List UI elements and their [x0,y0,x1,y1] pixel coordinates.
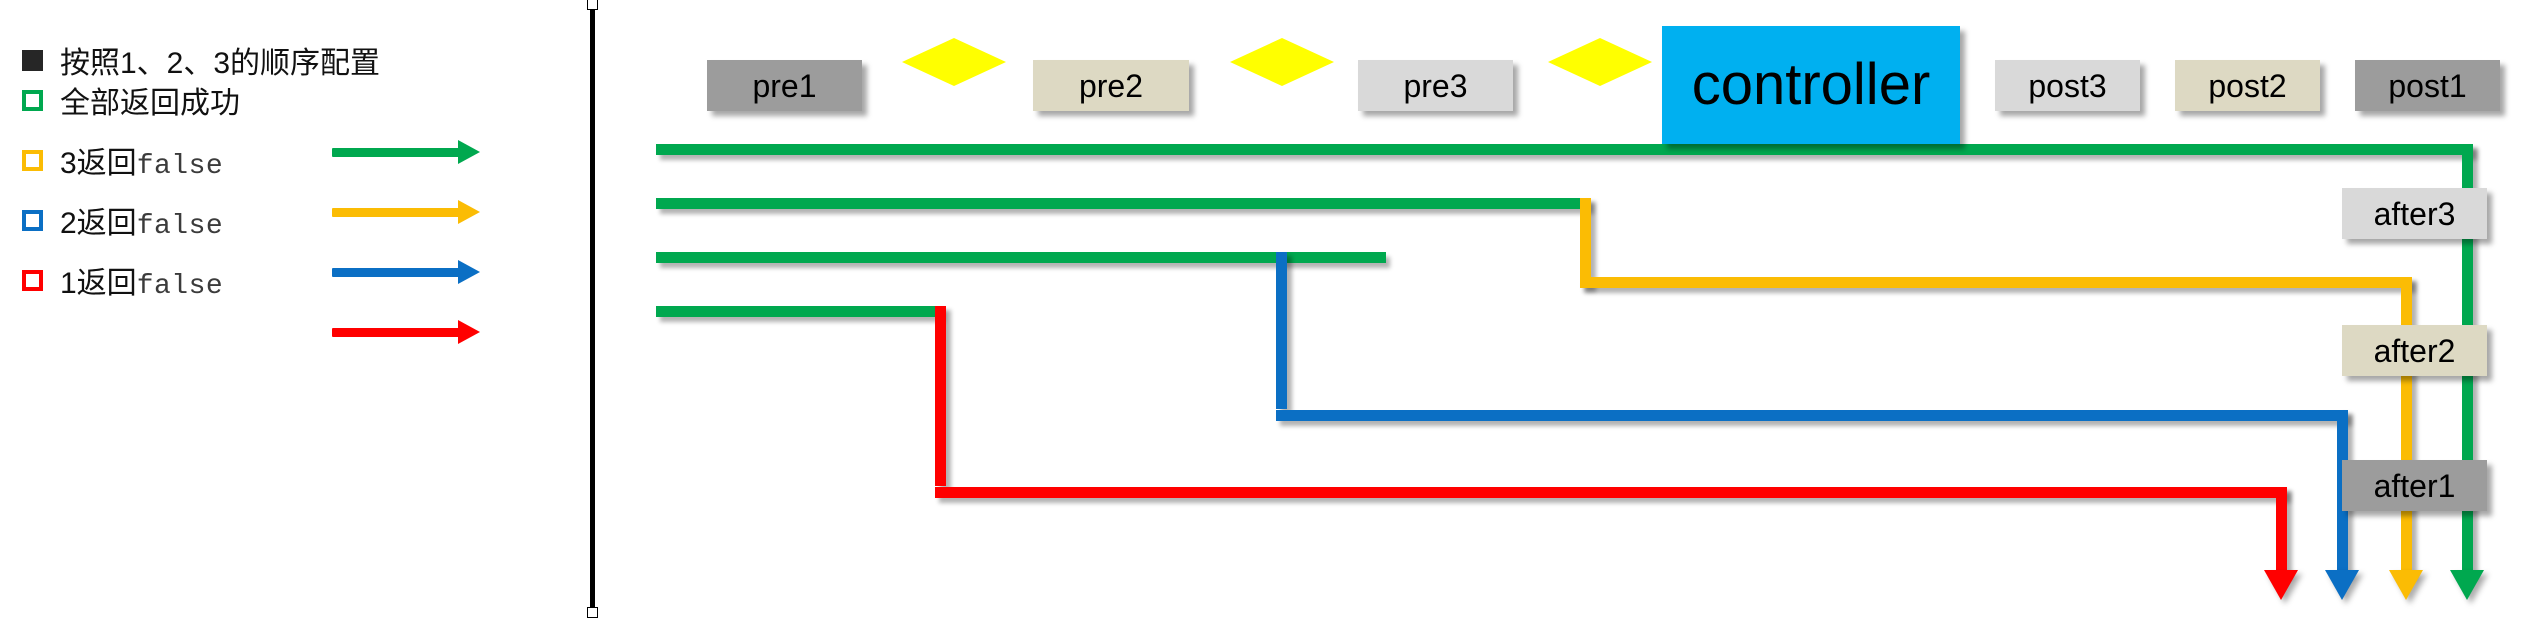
vertical-divider [587,0,598,618]
node-pre1[interactable]: pre1 [707,60,862,111]
legend-title-row: 按照1、2、3的顺序配置 [22,40,380,80]
legend-swatch-blue-icon [22,209,43,231]
flow-blue-horizontal [1276,410,2348,421]
node-pre3-label: pre3 [1403,67,1468,104]
node-after3[interactable]: after3 [2342,188,2487,239]
flow-blue-arrowhead-icon [2325,570,2359,600]
legend-label-1-false: 1返回false [60,267,224,302]
node-post1-label: post1 [2388,67,2467,104]
node-pre1-label: pre1 [752,67,817,104]
legend-arrow-red-icon [332,320,480,344]
legend-title-bullet-icon [22,49,43,71]
flow-red-vertical-drop [935,306,946,486]
flow-orange-vertical-drop [1580,198,1591,288]
node-pre2[interactable]: pre2 [1033,60,1189,111]
legend-arrow-blue-icon [332,260,480,284]
legend-arrow-orange-icon [332,200,480,224]
node-pre3[interactable]: pre3 [1358,60,1513,111]
flow-green-arrowhead-icon [2450,570,2484,600]
flow-blue-vertical-drop [1276,252,1287,409]
diamond-3-icon [1548,38,1652,86]
flow-green-horizontal [656,144,2473,155]
flow-red-horizontal [935,487,2287,498]
legend-arrow-green-icon [332,140,480,164]
legend-label-3-false: 3返回false [60,147,224,182]
legend-panel: 按照1、2、3的顺序配置 全部返回成功 3返回false 2返回false 1返… [0,0,580,625]
legend-swatch-orange-icon [22,149,43,171]
legend-swatch-green-icon [22,89,43,111]
node-after2-label: after2 [2373,332,2456,369]
node-post3-label: post3 [2028,67,2107,104]
flow-red-vertical [2276,487,2287,576]
node-after3-label: after3 [2373,195,2456,232]
flow-red-horizontal-green-part [656,306,941,317]
legend-label-all-success: 全部返回成功 [60,87,240,120]
node-after1[interactable]: after1 [2342,460,2487,511]
flow-blue-horizontal-green-part [656,252,1386,263]
legend-label-2-false: 2返回false [60,207,224,242]
node-post3[interactable]: post3 [1995,60,2140,111]
legend-item-all-success: 全部返回成功 [22,80,240,120]
node-controller-label: controller [1691,52,1931,117]
legend-swatch-red-icon [22,269,43,291]
flow-orange-arrowhead-icon [2389,570,2423,600]
diamond-1-icon [902,38,1006,86]
node-post1[interactable]: post1 [2355,60,2500,111]
flow-orange-horizontal-green-part [656,198,1590,209]
node-after1-label: after1 [2373,467,2456,504]
diamond-2-icon [1230,38,1334,86]
node-controller[interactable]: controller [1662,26,1960,144]
flow-orange-horizontal [1580,277,2412,288]
flow-red-arrowhead-icon [2264,570,2298,600]
node-post2-label: post2 [2208,67,2287,104]
flow-orange-vertical [2401,277,2412,576]
node-post2[interactable]: post2 [2175,60,2320,111]
legend-item-1-false: 1返回false [22,260,224,302]
node-after2[interactable]: after2 [2342,325,2487,376]
legend-title-label: 按照1、2、3的顺序配置 [60,47,381,80]
node-pre2-label: pre2 [1078,67,1144,104]
legend-item-2-false: 2返回false [22,200,224,242]
legend-item-3-false: 3返回false [22,140,224,182]
